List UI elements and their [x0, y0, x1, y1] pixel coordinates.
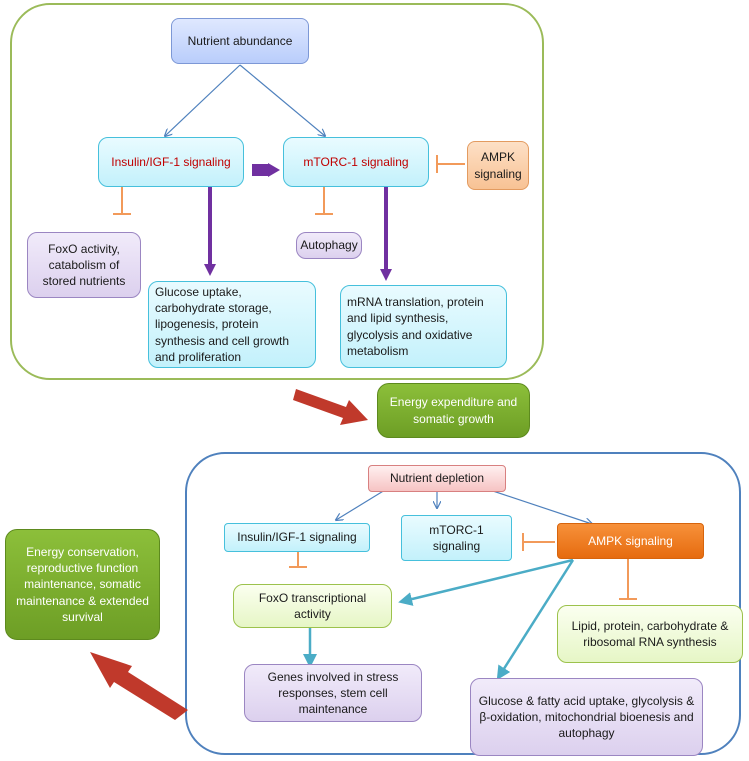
- inhibit-ampk-lipid: [619, 559, 637, 600]
- energy-conservation-box: Energy conservation, reproductive functi…: [5, 529, 160, 640]
- energy-expenditure-box: Energy expenditure and somatic growth: [377, 383, 530, 438]
- arrow-depletion-ampk: [489, 489, 592, 524]
- glucose-uptake-box: Glucose uptake, carbohydrate storage, li…: [148, 281, 316, 368]
- lipid-synthesis-box: Lipid, protein, carbohydrate & ribosomal…: [557, 605, 743, 663]
- mtorc-signaling-box: mTORC-1 signaling: [283, 137, 429, 187]
- nutrient-abundance-box: Nutrient abundance: [171, 18, 309, 64]
- mrna-translation-box: mRNA translation, protein and lipid synt…: [340, 285, 507, 368]
- insulin-signaling-box-bottom: Insulin/IGF-1 signaling: [224, 523, 370, 552]
- arrow-abundance-insulin: [165, 64, 241, 136]
- mtorc-signaling-box-bottom: mTORC-1 signaling: [401, 515, 512, 561]
- red-arrow-energy-expenditure: [293, 389, 368, 425]
- autophagy-box: Autophagy: [296, 232, 362, 259]
- ampk-signaling-box: AMPK signaling: [467, 141, 529, 190]
- inhibit-mtorc-autophagy: [315, 187, 333, 215]
- foxo-transcriptional-box: FoxO transcriptional activity: [233, 584, 392, 628]
- inhibit-insulin-foxo-bottom: [289, 552, 307, 568]
- insulin-signaling-box: Insulin/IGF-1 signaling: [98, 137, 244, 187]
- arrow-depletion-insulin: [336, 489, 386, 520]
- red-arrow-energy-conservation: [90, 652, 188, 720]
- genes-stress-box: Genes involved in stress responses, stem…: [244, 664, 422, 722]
- arrow-ampk-glucose: [496, 559, 575, 681]
- arrow-abundance-mtorc: [239, 64, 325, 136]
- arrow-ampk-foxo: [398, 558, 574, 606]
- nutrient-depletion-box: Nutrient depletion: [368, 465, 506, 492]
- foxo-activity-box: FoxO activity, catabolism of stored nutr…: [27, 232, 141, 298]
- glucose-fatty-acid-box: Glucose & fatty acid uptake, glycolysis …: [470, 678, 703, 756]
- inhibit-ampk-mtorc-bottom: [522, 533, 555, 551]
- inhibit-insulin-foxo: [113, 187, 131, 215]
- inhibit-ampk-mtorc: [436, 155, 465, 173]
- ampk-signaling-box-bottom: AMPK signaling: [557, 523, 704, 559]
